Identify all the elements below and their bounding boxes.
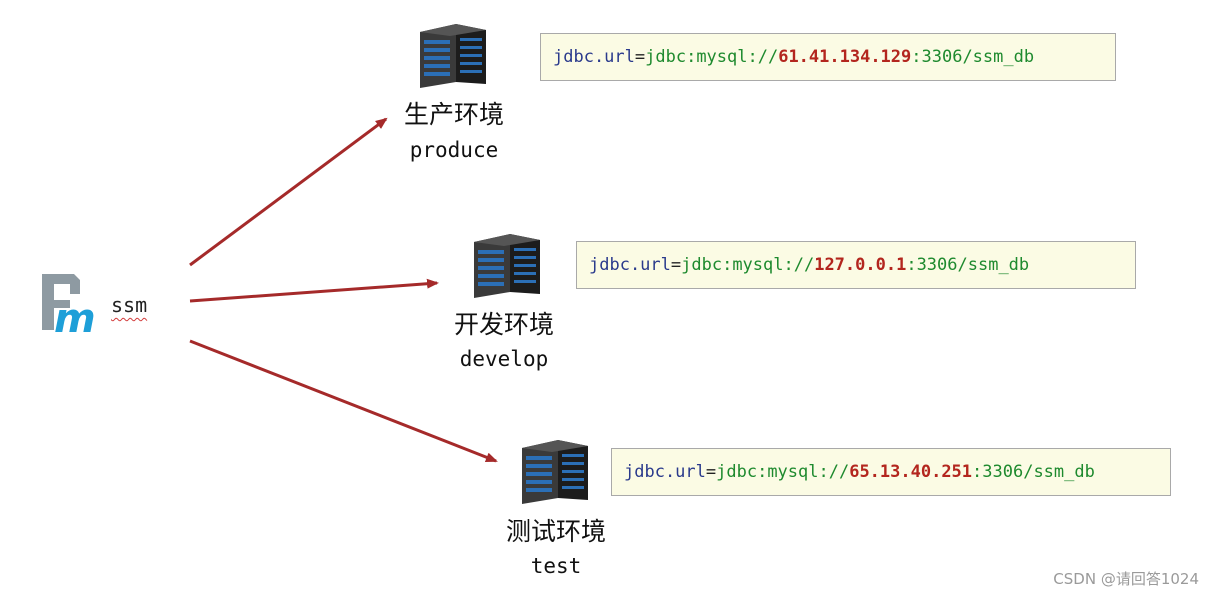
jdbc-url-box-test: jdbc.url=jdbc:mysql://65.13.40.251:3306/…: [611, 448, 1171, 496]
env-name-produce: 生产环境: [403, 100, 504, 129]
url-port-db: :3306/ssm_db: [906, 255, 1030, 275]
mybatis-logo-icon: m: [42, 274, 96, 336]
env-name-test: 测试环境: [505, 517, 606, 546]
url-scheme: jdbc:mysql://: [681, 255, 815, 275]
svg-text:m: m: [54, 296, 96, 336]
env-code-produce: produce: [409, 138, 499, 162]
url-ip: 127.0.0.1: [814, 255, 907, 275]
env-name-develop: 开发环境: [453, 310, 554, 339]
url-port-db: :3306/ssm_db: [972, 462, 1095, 482]
jdbc-url-box-produce: jdbc.url=jdbc:mysql://61.41.134.129:3306…: [540, 33, 1116, 81]
arrow-to-produce: [189, 117, 388, 267]
server-rack-icon: [522, 440, 588, 504]
url-scheme: jdbc:mysql://: [645, 47, 779, 67]
url-equals: =: [670, 255, 682, 275]
jdbc-url-box-develop: jdbc.url=jdbc:mysql://127.0.0.1:3306/ssm…: [576, 241, 1136, 289]
url-key: jdbc.url: [553, 47, 635, 67]
url-scheme: jdbc:mysql://: [716, 462, 850, 482]
server-rack-icon: [474, 234, 540, 298]
url-key: jdbc.url: [589, 255, 671, 275]
url-ip: 65.13.40.251: [849, 462, 973, 482]
watermark: CSDN @请回答1024: [1053, 570, 1199, 588]
env-code-develop: develop: [459, 347, 549, 371]
url-ip: 61.41.134.129: [778, 47, 912, 67]
arrow-to-develop: [189, 278, 439, 303]
url-port-db: :3306/ssm_db: [911, 47, 1035, 67]
url-equals: =: [705, 462, 717, 482]
url-key: jdbc.url: [624, 462, 706, 482]
source-label: ssm: [111, 293, 148, 317]
env-code-test: test: [530, 554, 582, 578]
url-equals: =: [634, 47, 646, 67]
server-rack-icon: [420, 24, 486, 88]
arrow-to-test: [189, 339, 498, 463]
